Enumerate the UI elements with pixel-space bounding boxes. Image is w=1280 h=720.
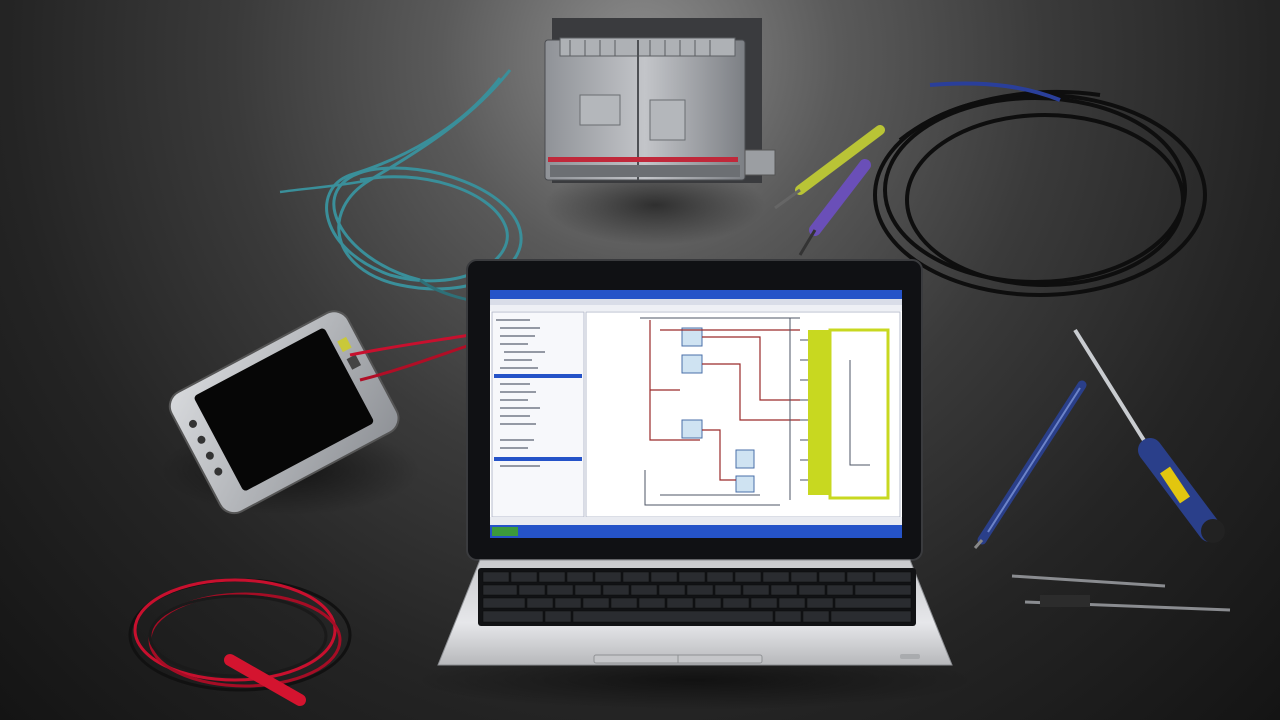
small-tools bbox=[1011, 574, 1231, 612]
test-probes bbox=[774, 81, 1207, 297]
laptop bbox=[415, 259, 975, 710]
plc-module bbox=[544, 18, 776, 245]
pen bbox=[973, 380, 1087, 549]
laptop-screen bbox=[490, 290, 902, 538]
screwdriver bbox=[1073, 328, 1225, 543]
red-black-leads bbox=[128, 578, 352, 706]
hmi-tablet bbox=[160, 310, 471, 515]
